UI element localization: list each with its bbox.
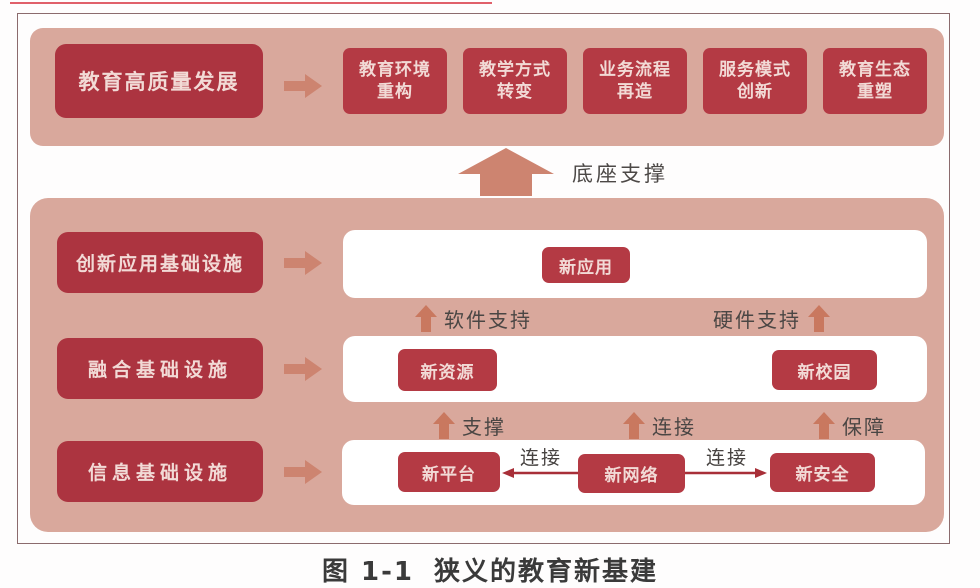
target-text: 创新: [737, 82, 773, 102]
big-up-arrow-icon: [458, 148, 554, 196]
target-box: 教育生态 重塑: [823, 48, 927, 114]
top-band-panel: 教育高质量发展 教育环境 重构 教学方式 转变 业务流程 再造 服务模式 创新 …: [30, 28, 944, 146]
layer-bar-innovation: 新应用: [343, 230, 927, 298]
top-red-rule: [10, 2, 492, 4]
layer-label-converged: 融合基础设施: [57, 338, 263, 399]
right-arrow-connector-icon: [685, 468, 767, 478]
item-box-new-network: 新网络: [578, 454, 685, 493]
figure-caption: 图 1-1 狭义的教育新基建: [0, 551, 980, 588]
right-arrow-icon: [284, 74, 322, 98]
right-arrow-icon: [284, 357, 322, 381]
right-arrow-icon: [284, 460, 322, 484]
target-text: 教育生态: [839, 59, 911, 80]
up-arrow-icon: [415, 305, 437, 332]
link-software-support: 软件支持: [415, 304, 532, 333]
link-label-text: 软件支持: [444, 308, 532, 332]
goal-box: 教育高质量发展: [55, 44, 263, 118]
target-text: 服务模式: [719, 59, 791, 80]
link-label-text: 支撑: [462, 415, 506, 439]
link-support: 支撑: [433, 411, 506, 440]
layer-bar-converged: 新资源 新校园: [343, 336, 927, 402]
target-box: 教学方式 转变: [463, 48, 567, 114]
link-hardware-support: 硬件支持: [713, 304, 830, 333]
connector-label: 连接: [706, 447, 749, 469]
base-support-label: 底座支撑: [572, 162, 668, 186]
link-connect: 连接: [623, 411, 696, 440]
figure-title: 狭义的教育新基建: [434, 557, 659, 587]
left-arrow-connector-icon: [502, 468, 578, 478]
link-label-text: 连接: [652, 415, 696, 439]
figure-number: 图 1-1: [321, 557, 414, 587]
link-label-text: 硬件支持: [713, 308, 801, 332]
target-text: 重塑: [857, 82, 893, 102]
right-arrow-icon: [284, 251, 322, 275]
target-text: 再造: [617, 82, 653, 102]
item-box-new-application: 新应用: [542, 247, 630, 283]
item-box-new-campus: 新校园: [772, 350, 877, 390]
layer-label-information: 信息基础设施: [57, 441, 263, 502]
target-box: 服务模式 创新: [703, 48, 807, 114]
figure-frame: [17, 13, 950, 544]
target-text: 转变: [497, 82, 533, 102]
target-box: 教育环境 重构: [343, 48, 447, 114]
target-text: 教学方式: [479, 59, 551, 80]
up-arrow-icon: [813, 412, 835, 439]
target-text: 业务流程: [599, 59, 671, 80]
target-text: 教育环境: [359, 59, 431, 80]
target-text: 重构: [377, 82, 413, 102]
connector-label: 连接: [520, 447, 563, 469]
up-arrow-icon: [808, 305, 830, 332]
stack-panel: 创新应用基础设施 新应用 软件支持 硬件支持 融合基础设施 新资源 新校园: [30, 198, 944, 532]
link-label-text: 保障: [842, 415, 886, 439]
link-safeguard: 保障: [813, 411, 886, 440]
layer-bar-information: 新平台 新网络 新安全 连接 连接: [342, 440, 925, 505]
item-box-new-platform: 新平台: [398, 452, 500, 492]
target-box: 业务流程 再造: [583, 48, 687, 114]
item-box-new-resources: 新资源: [398, 349, 497, 391]
layer-label-innovation: 创新应用基础设施: [57, 232, 263, 293]
up-arrow-icon: [433, 412, 455, 439]
item-box-new-security: 新安全: [770, 453, 875, 492]
up-arrow-icon: [623, 412, 645, 439]
